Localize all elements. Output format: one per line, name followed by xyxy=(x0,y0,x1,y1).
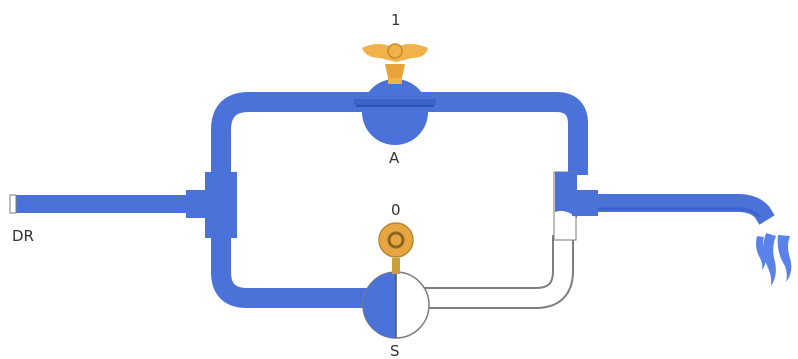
bottom-branch-empty xyxy=(398,235,574,309)
outlet-pipe xyxy=(596,194,775,225)
bottom-branch-fluid xyxy=(211,238,398,308)
outlet-pipe-shade xyxy=(598,207,762,219)
inlet-pipe xyxy=(9,190,206,218)
left-junction xyxy=(205,172,237,238)
tap-handle-icon xyxy=(362,43,428,84)
valve-a-position-label: 1 xyxy=(391,11,401,29)
water-stream-icon xyxy=(756,233,792,286)
valve-a xyxy=(354,79,436,145)
right-junction xyxy=(553,171,598,241)
valve-s-label: S xyxy=(390,342,400,359)
valve-a-label: A xyxy=(389,149,400,167)
inlet-label: DR xyxy=(12,227,34,245)
valve-s-position-label: 0 xyxy=(391,201,401,219)
round-knob-icon xyxy=(378,222,414,258)
valve-s xyxy=(362,258,430,339)
